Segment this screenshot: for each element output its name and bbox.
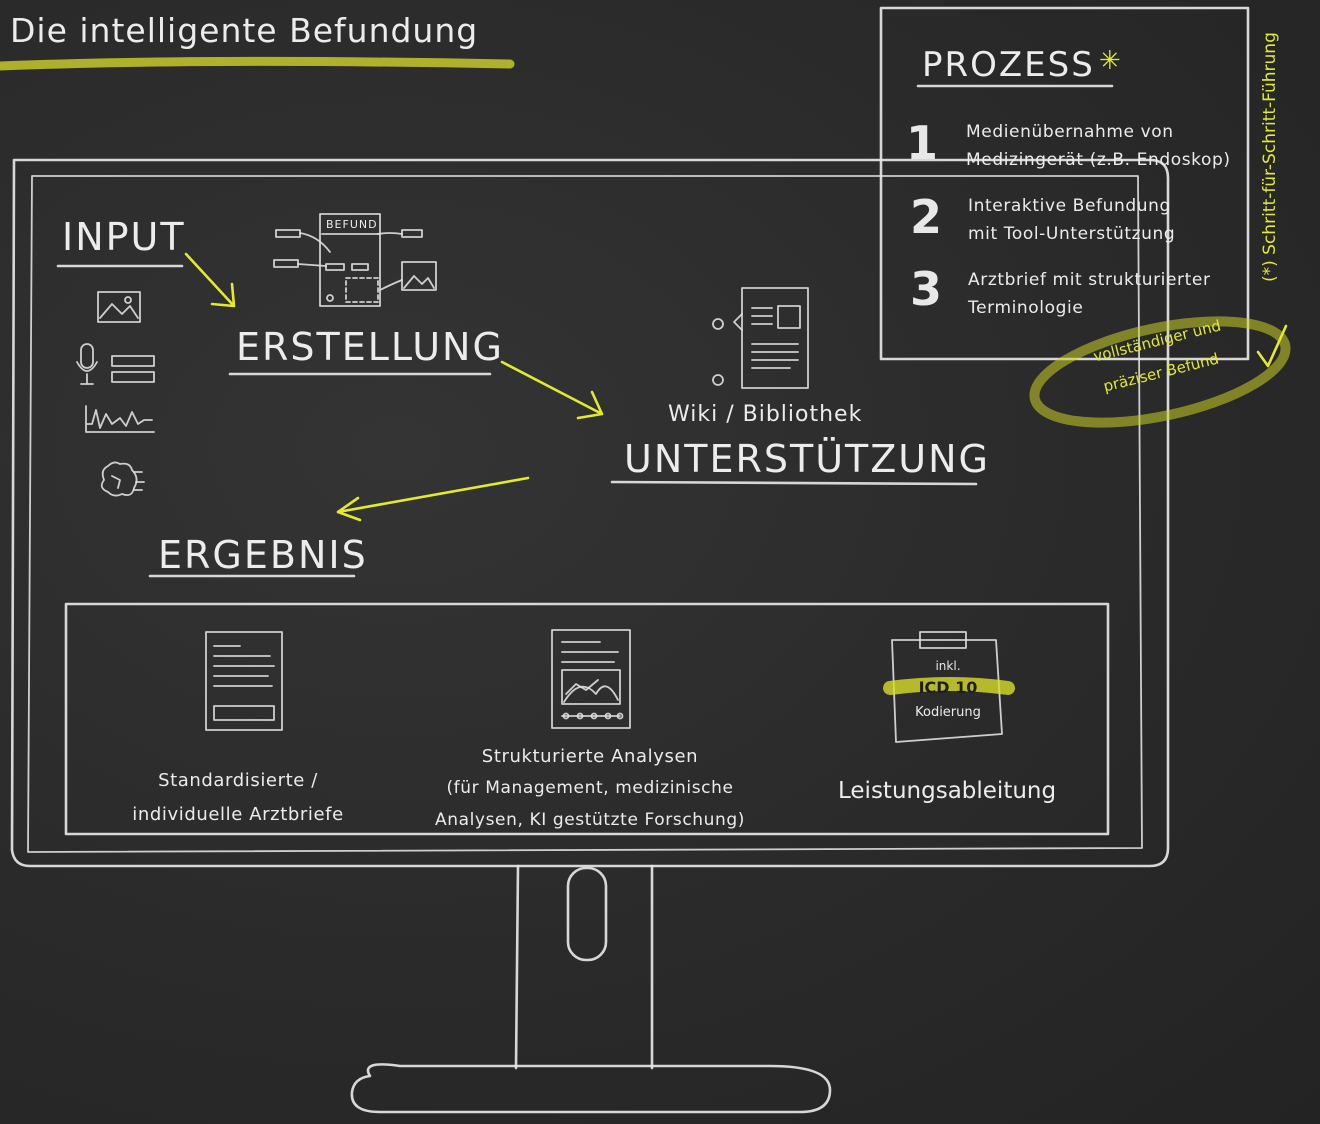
step-3-line2: Terminologie: [968, 298, 1084, 318]
input-heading: INPUT: [62, 215, 186, 259]
note-inkl: inkl.: [935, 659, 961, 673]
erstellung-heading: ERSTELLUNG: [236, 325, 504, 369]
asterisk-icon: ✳: [1098, 46, 1123, 76]
ergebnis-heading: ERGEBNIS: [158, 533, 368, 577]
step-1-line2: Medizingerät (z.B. Endoskop): [966, 150, 1231, 170]
arrow-erstellung-to-unterstuetzung: [500, 360, 604, 420]
result-1-line2: individuelle Arztbriefe: [132, 804, 344, 825]
result-2-line2: (für Management, medizinische: [446, 778, 734, 798]
step-number-3: 3: [910, 262, 943, 316]
step-3-line1: Arztbrief mit strukturierter: [968, 270, 1211, 290]
monitor-stand-neck: [514, 864, 654, 1070]
microphone-icon: [76, 343, 98, 385]
step-1-line1: Medienübernahme von: [966, 122, 1174, 142]
result-badge-highlight: [1029, 316, 1291, 428]
result-2-line3: Analysen, KI gestützte Forschung): [434, 810, 746, 830]
unterstuetzung-underline: [610, 480, 978, 486]
monitor-inner-frame: [27, 175, 1143, 853]
coding-note-icon: [883, 631, 1015, 743]
step-2-line2: mit Tool-Unterstützung: [968, 224, 1176, 244]
arrow-unterstuetzung-to-ergebnis: [336, 476, 530, 522]
title-underline: [0, 56, 515, 71]
letter-document-icon: [205, 631, 283, 731]
waveform-icon: [85, 405, 155, 433]
ergebnis-box: [64, 602, 1110, 836]
wiki-label: Wiki / Bibliothek: [668, 402, 863, 427]
step-number-2: 2: [910, 190, 943, 244]
arrow-input-to-erstellung: [184, 252, 236, 308]
result-3-label: Leistungsableitung: [838, 778, 1057, 804]
note-icd-code: ICD 10: [918, 678, 978, 697]
text-lines-icon: [111, 355, 155, 383]
page-title: Die intelligente Befundung: [10, 11, 479, 50]
result-1-line1: Standardisierte /: [158, 770, 318, 791]
process-heading: PROZESS✳: [922, 45, 1123, 85]
step-number-1: 1: [906, 116, 939, 170]
ai-brain-icon: [100, 461, 145, 497]
monitor-stand-base: [350, 1063, 832, 1114]
monitor-outer-frame: [10, 158, 1170, 868]
result-2-line1: Strukturierte Analysen: [481, 746, 699, 767]
unterstuetzung-heading: UNTERSTÜTZUNG: [624, 437, 990, 481]
side-note: (*) Schritt-für-Schritt-Führung: [1260, 32, 1280, 282]
analysis-report-icon: [551, 629, 631, 729]
image-icon: [97, 291, 141, 323]
befund-label: BEFUND: [326, 218, 378, 231]
checkmark-icon: [1256, 324, 1288, 368]
step-2-line1: Interaktive Befundung: [968, 196, 1171, 216]
befund-form-icon: [273, 213, 437, 307]
monitor-stand-slot: [566, 866, 608, 962]
wiki-document-icon: [712, 287, 809, 389]
note-kodierung: Kodierung: [915, 705, 981, 720]
